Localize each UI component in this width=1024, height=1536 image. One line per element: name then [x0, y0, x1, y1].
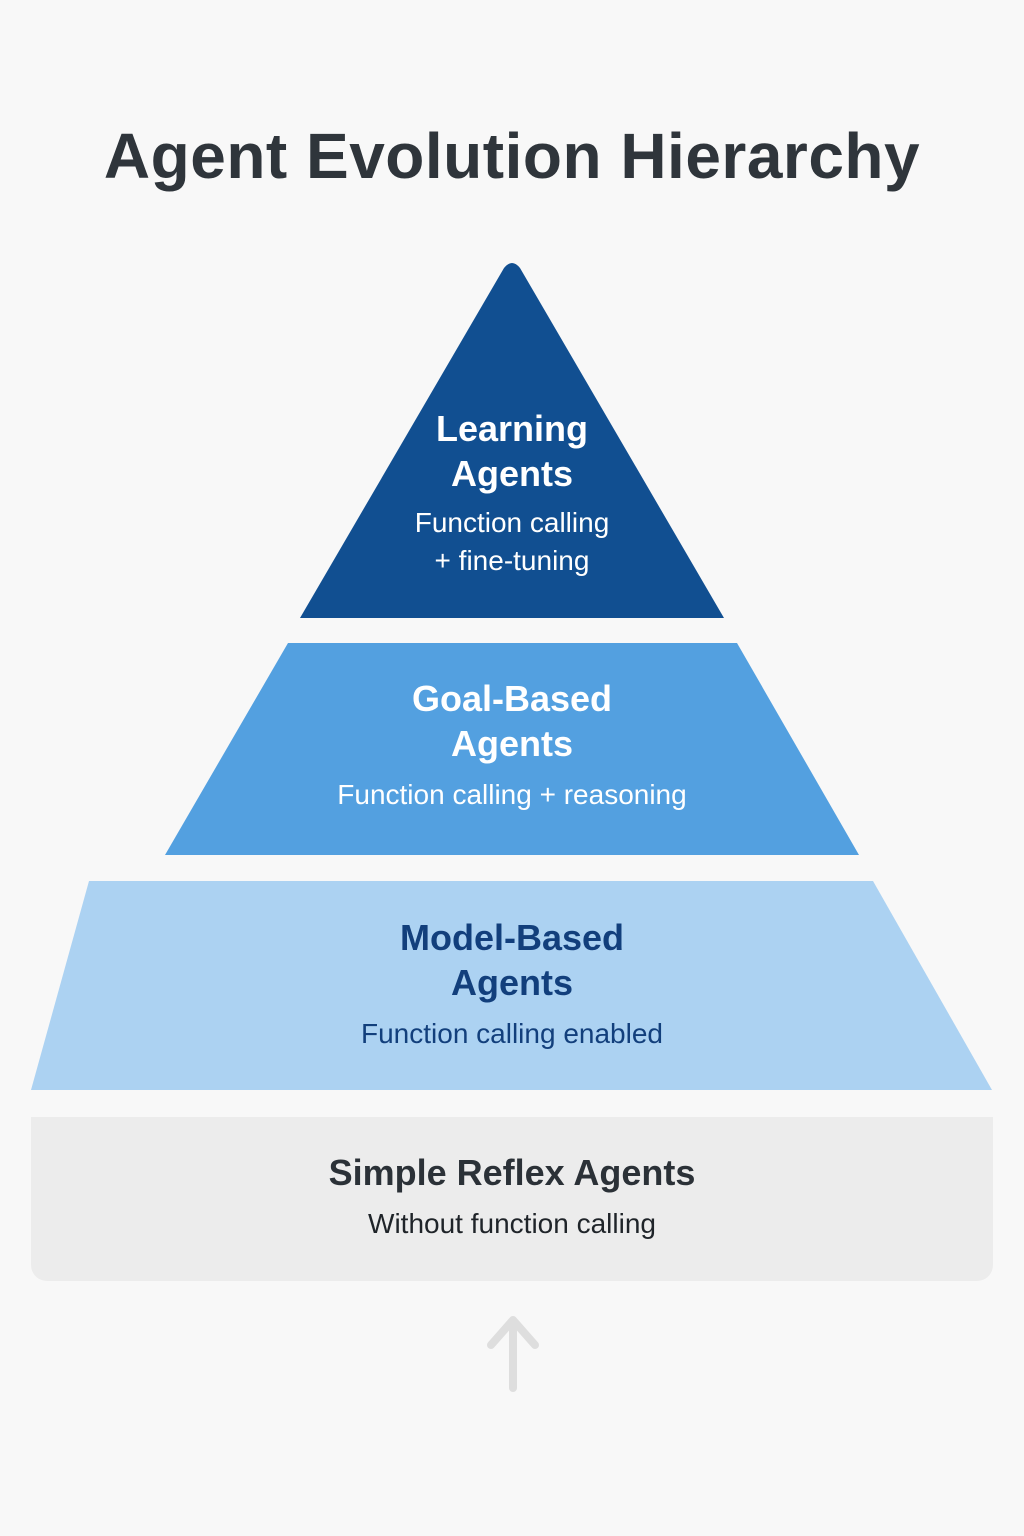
layer-simple-reflex-subtitle: Without function calling: [368, 1208, 656, 1239]
layer-model-based-shape: [31, 881, 992, 1090]
arrow-up-icon: [487, 1316, 539, 1392]
layer-learning-title-line2: Agents: [450, 453, 573, 494]
layer-goal-based: Goal-Based Agents Function calling + rea…: [0, 676, 1024, 814]
layer-learning-subtitle-line2: + fine-tuning: [434, 545, 590, 576]
layer-simple-reflex-shape: [31, 1117, 993, 1281]
diagram-title: Agent Evolution Hierarchy: [103, 120, 921, 192]
layer-learning-shape: [300, 263, 724, 618]
layer-learning-title-line1: Learning: [435, 408, 588, 449]
layer-simple-reflex: Simple Reflex Agents Without function ca…: [0, 1150, 1024, 1243]
layer-learning: Learning Agents Function calling + fine-…: [0, 406, 1024, 580]
layer-goal-based-title-line1: Goal-Based: [411, 678, 613, 719]
layer-goal-based-subtitle: Function calling + reasoning: [337, 779, 687, 810]
layer-goal-based-shape: [165, 643, 859, 855]
layer-learning-subtitle-line1: Function calling: [414, 507, 610, 538]
layer-simple-reflex-title: Simple Reflex Agents: [328, 1152, 696, 1193]
layer-model-based-title-line1: Model-Based: [399, 917, 625, 958]
layer-model-based: Model-Based Agents Function calling enab…: [0, 915, 1024, 1053]
layer-model-based-title-line2: Agents: [450, 962, 573, 1003]
layer-model-based-subtitle: Function calling enabled: [361, 1018, 663, 1049]
layer-goal-based-title-line2: Agents: [450, 723, 573, 764]
